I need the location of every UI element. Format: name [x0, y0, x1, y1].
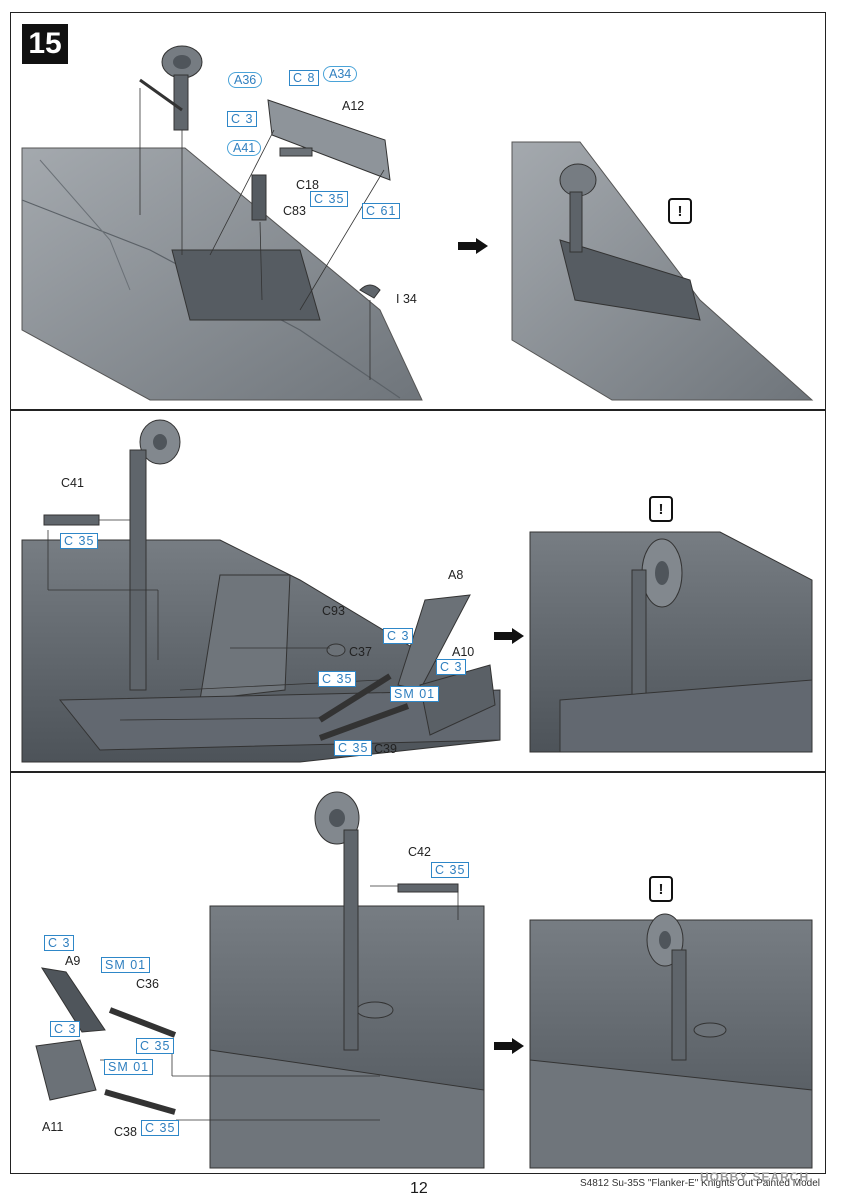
part-c39-label: C39 [374, 742, 397, 756]
part-a8-label: A8 [448, 568, 464, 582]
part-c35-label: C 35 [60, 533, 99, 549]
part-a36-label: A36 [228, 72, 263, 88]
part-a12-label: A12 [342, 99, 365, 113]
attention-icon-2: ! [649, 496, 673, 522]
page-number: 12 [410, 1180, 428, 1197]
panel2-result-fuselage [529, 531, 813, 753]
kit-footer-text: S4812 Su-35S "Flanker-E" Knights Out Pai… [580, 1178, 821, 1189]
part-i34-label: I 34 [396, 292, 417, 306]
watermark-text: HOBBY SEARCH [700, 1170, 810, 1184]
part-c61-label: C 61 [362, 203, 401, 219]
part-c3-label: C 3 [227, 111, 258, 127]
part-c42-label: C42 [408, 845, 431, 859]
panel3-result-fuselage [529, 913, 813, 1169]
part-a34-label: A34 [323, 66, 358, 82]
part-c3-label: C 3 [50, 1021, 81, 1037]
step-arrow-3 [494, 1038, 524, 1054]
part-c93-label: C93 [322, 604, 345, 618]
panel1-main-gear-exploded [139, 45, 391, 299]
panel2-nose-gear-exploded [43, 419, 496, 741]
part-c8-label: C 8 [289, 70, 320, 86]
step-number-badge: 15 [22, 24, 68, 64]
part-c36-label: C36 [136, 977, 159, 991]
part-c35-label: C 35 [318, 671, 357, 687]
step-arrow-1 [458, 238, 488, 254]
part-c3-label: C 3 [383, 628, 414, 644]
part-c83-label: C83 [283, 204, 306, 218]
step-arrow-2 [494, 628, 524, 644]
panel1-result-fuselage [511, 141, 814, 401]
part-c35-label: C 35 [334, 740, 373, 756]
part-a41-label: A41 [227, 140, 262, 156]
attention-icon-1: ! [668, 198, 692, 224]
part-c35-label: C 35 [310, 191, 349, 207]
panel1-guide-lines [139, 88, 385, 380]
part-a10-label: A10 [452, 645, 475, 659]
part-c35-label: C 35 [431, 862, 470, 878]
panel1-left-fuselage [21, 147, 423, 401]
part-c3-label: C 3 [436, 659, 467, 675]
part-c18-label: C18 [296, 178, 319, 192]
part-sm01-label: SM 01 [101, 957, 151, 973]
part-c3-label: C 3 [44, 935, 75, 951]
part-c41-label: C41 [61, 476, 84, 490]
attention-icon-3: ! [649, 876, 673, 902]
part-a11-label: A11 [42, 1120, 64, 1134]
part-c38-label: C38 [114, 1125, 137, 1139]
part-a9-label: A9 [65, 954, 81, 968]
part-sm01-label: SM 01 [104, 1059, 154, 1075]
part-sm01-label: SM 01 [390, 686, 440, 702]
panel3-nose-gear-exploded [35, 791, 459, 1115]
part-c35-label: C 35 [136, 1038, 175, 1054]
part-c37-label: C37 [349, 645, 372, 659]
part-c35-label: C 35 [141, 1120, 180, 1136]
